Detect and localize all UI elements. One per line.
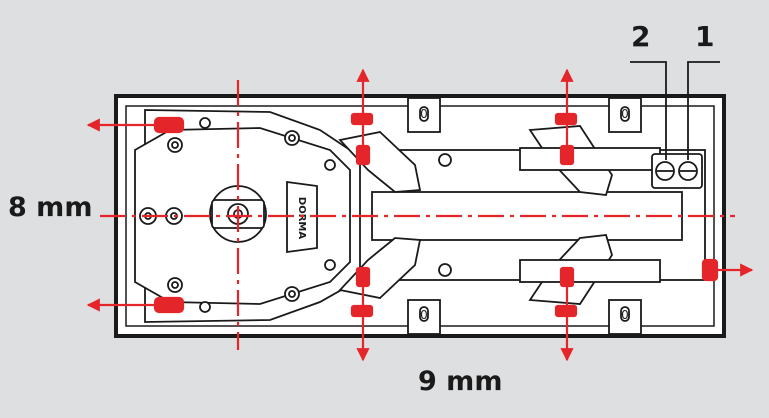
- slot-mark: 0: [420, 107, 428, 121]
- slot-mark: 0: [621, 308, 629, 322]
- height-dimension-label: 8 mm: [8, 192, 93, 223]
- mechanism-head: [134, 109, 373, 323]
- slot-marks: 0 0 0 0: [420, 107, 629, 322]
- mounting-slots: [407, 97, 642, 335]
- valve-screws: [651, 153, 703, 189]
- adjustment-points: [86, 68, 754, 362]
- callout-leaders: [630, 61, 720, 160]
- screw-icon: [701, 258, 719, 282]
- callout-2-label: 2: [631, 20, 651, 53]
- screw-icon: [153, 116, 185, 134]
- width-dimension-label: 9 mm: [418, 366, 503, 397]
- screw-icon: [153, 296, 185, 314]
- brand-text: DORMA: [296, 197, 307, 239]
- center-lines: [100, 80, 735, 350]
- callout-1-label: 1: [695, 20, 715, 53]
- slot-mark: 0: [420, 308, 428, 322]
- slot-mark: 0: [621, 107, 629, 121]
